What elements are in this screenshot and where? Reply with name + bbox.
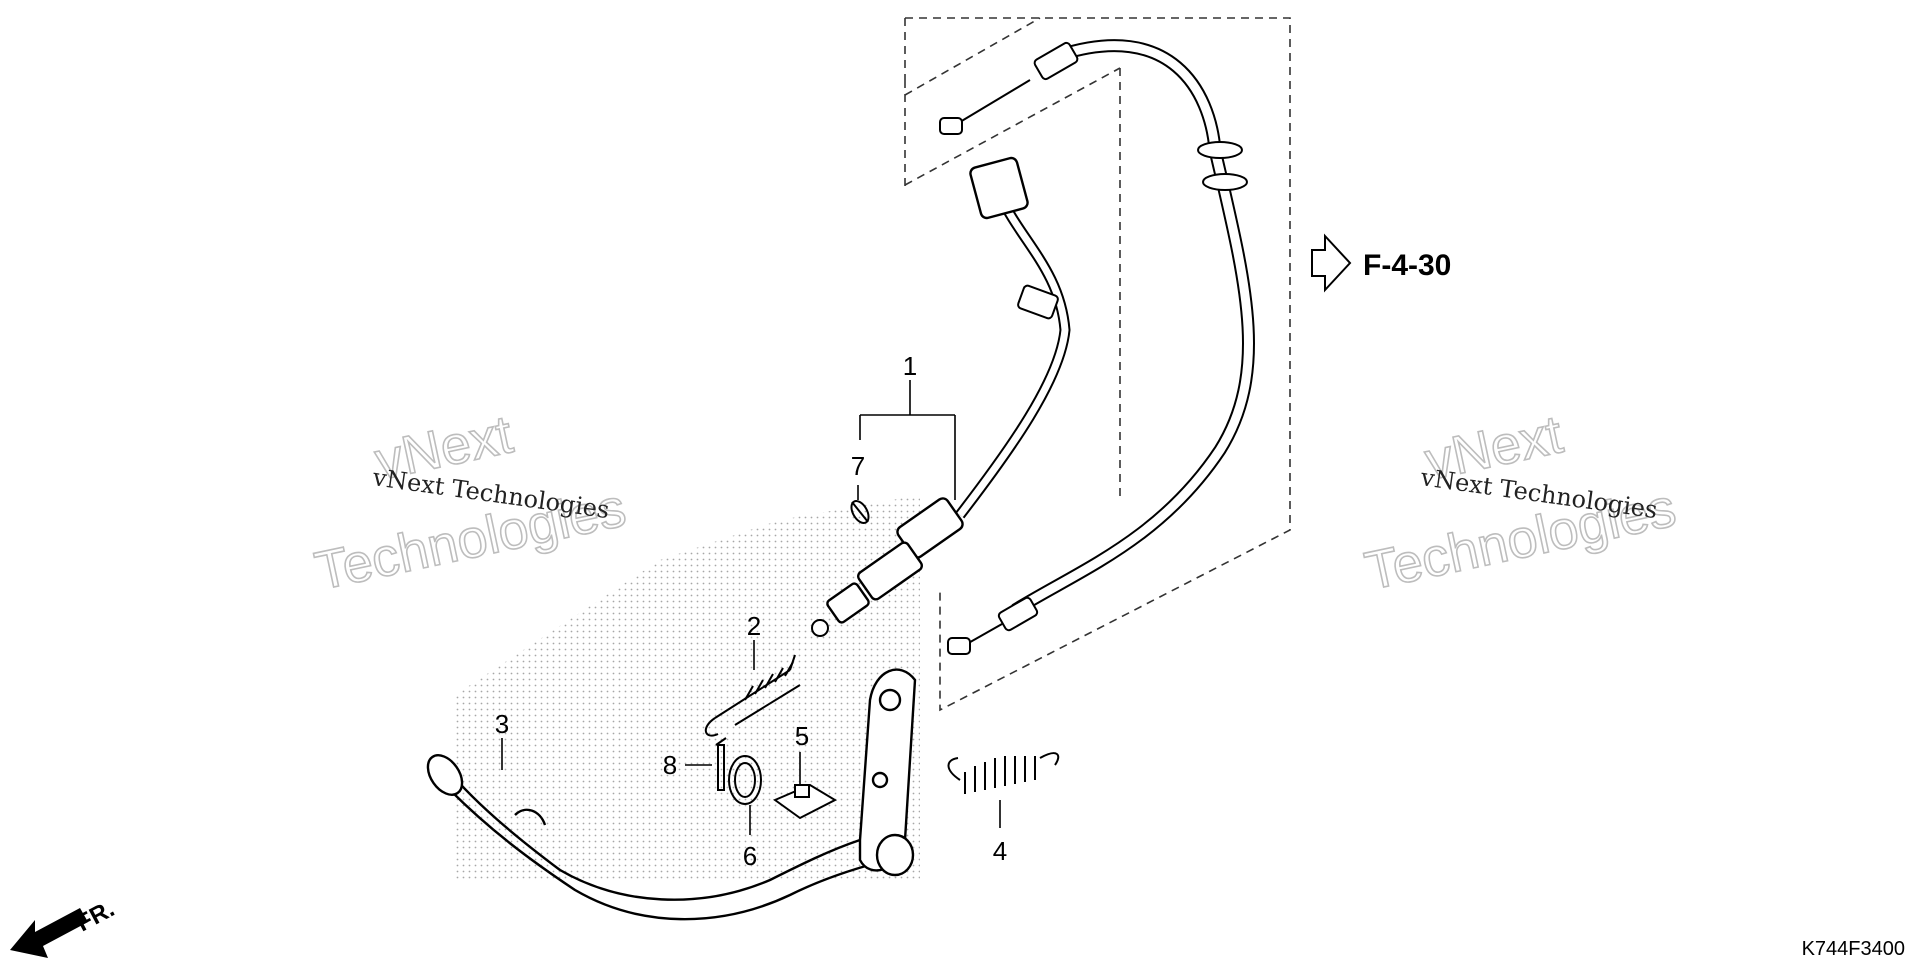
leader-lines xyxy=(501,380,1001,835)
callout-1: 1 xyxy=(903,351,917,381)
spring-large xyxy=(947,752,1060,794)
plate-5 xyxy=(772,783,838,820)
reference-label: F-4-30 xyxy=(1363,249,1451,282)
pin-8 xyxy=(715,737,727,791)
watermark-left: vNext Technologies vNext Technologies xyxy=(309,404,631,603)
front-arrow-icon xyxy=(10,908,88,958)
side-stand xyxy=(426,668,917,921)
callout-6: 6 xyxy=(743,841,757,871)
reference-arrow-icon xyxy=(1311,233,1352,293)
front-label: FR. xyxy=(72,895,119,937)
cable-assembly xyxy=(939,39,1255,655)
dashed-boundary-top xyxy=(904,17,1121,186)
clip-7 xyxy=(850,500,870,524)
shading-region xyxy=(455,495,920,880)
side-stand-switch xyxy=(811,156,1071,637)
diagram-code: K744F3400 xyxy=(1802,938,1905,960)
callout-8: 8 xyxy=(663,750,677,780)
spring-small xyxy=(704,654,801,737)
callout-5: 5 xyxy=(795,721,809,751)
dashed-boundary xyxy=(904,17,1291,712)
callout-7: 7 xyxy=(851,451,865,481)
callout-3: 3 xyxy=(495,709,509,739)
washer-6 xyxy=(728,755,762,805)
watermark-right: vNext Technologies vNext Technologies xyxy=(1359,404,1681,603)
callout-2: 2 xyxy=(747,611,761,641)
callout-4: 4 xyxy=(993,836,1007,866)
